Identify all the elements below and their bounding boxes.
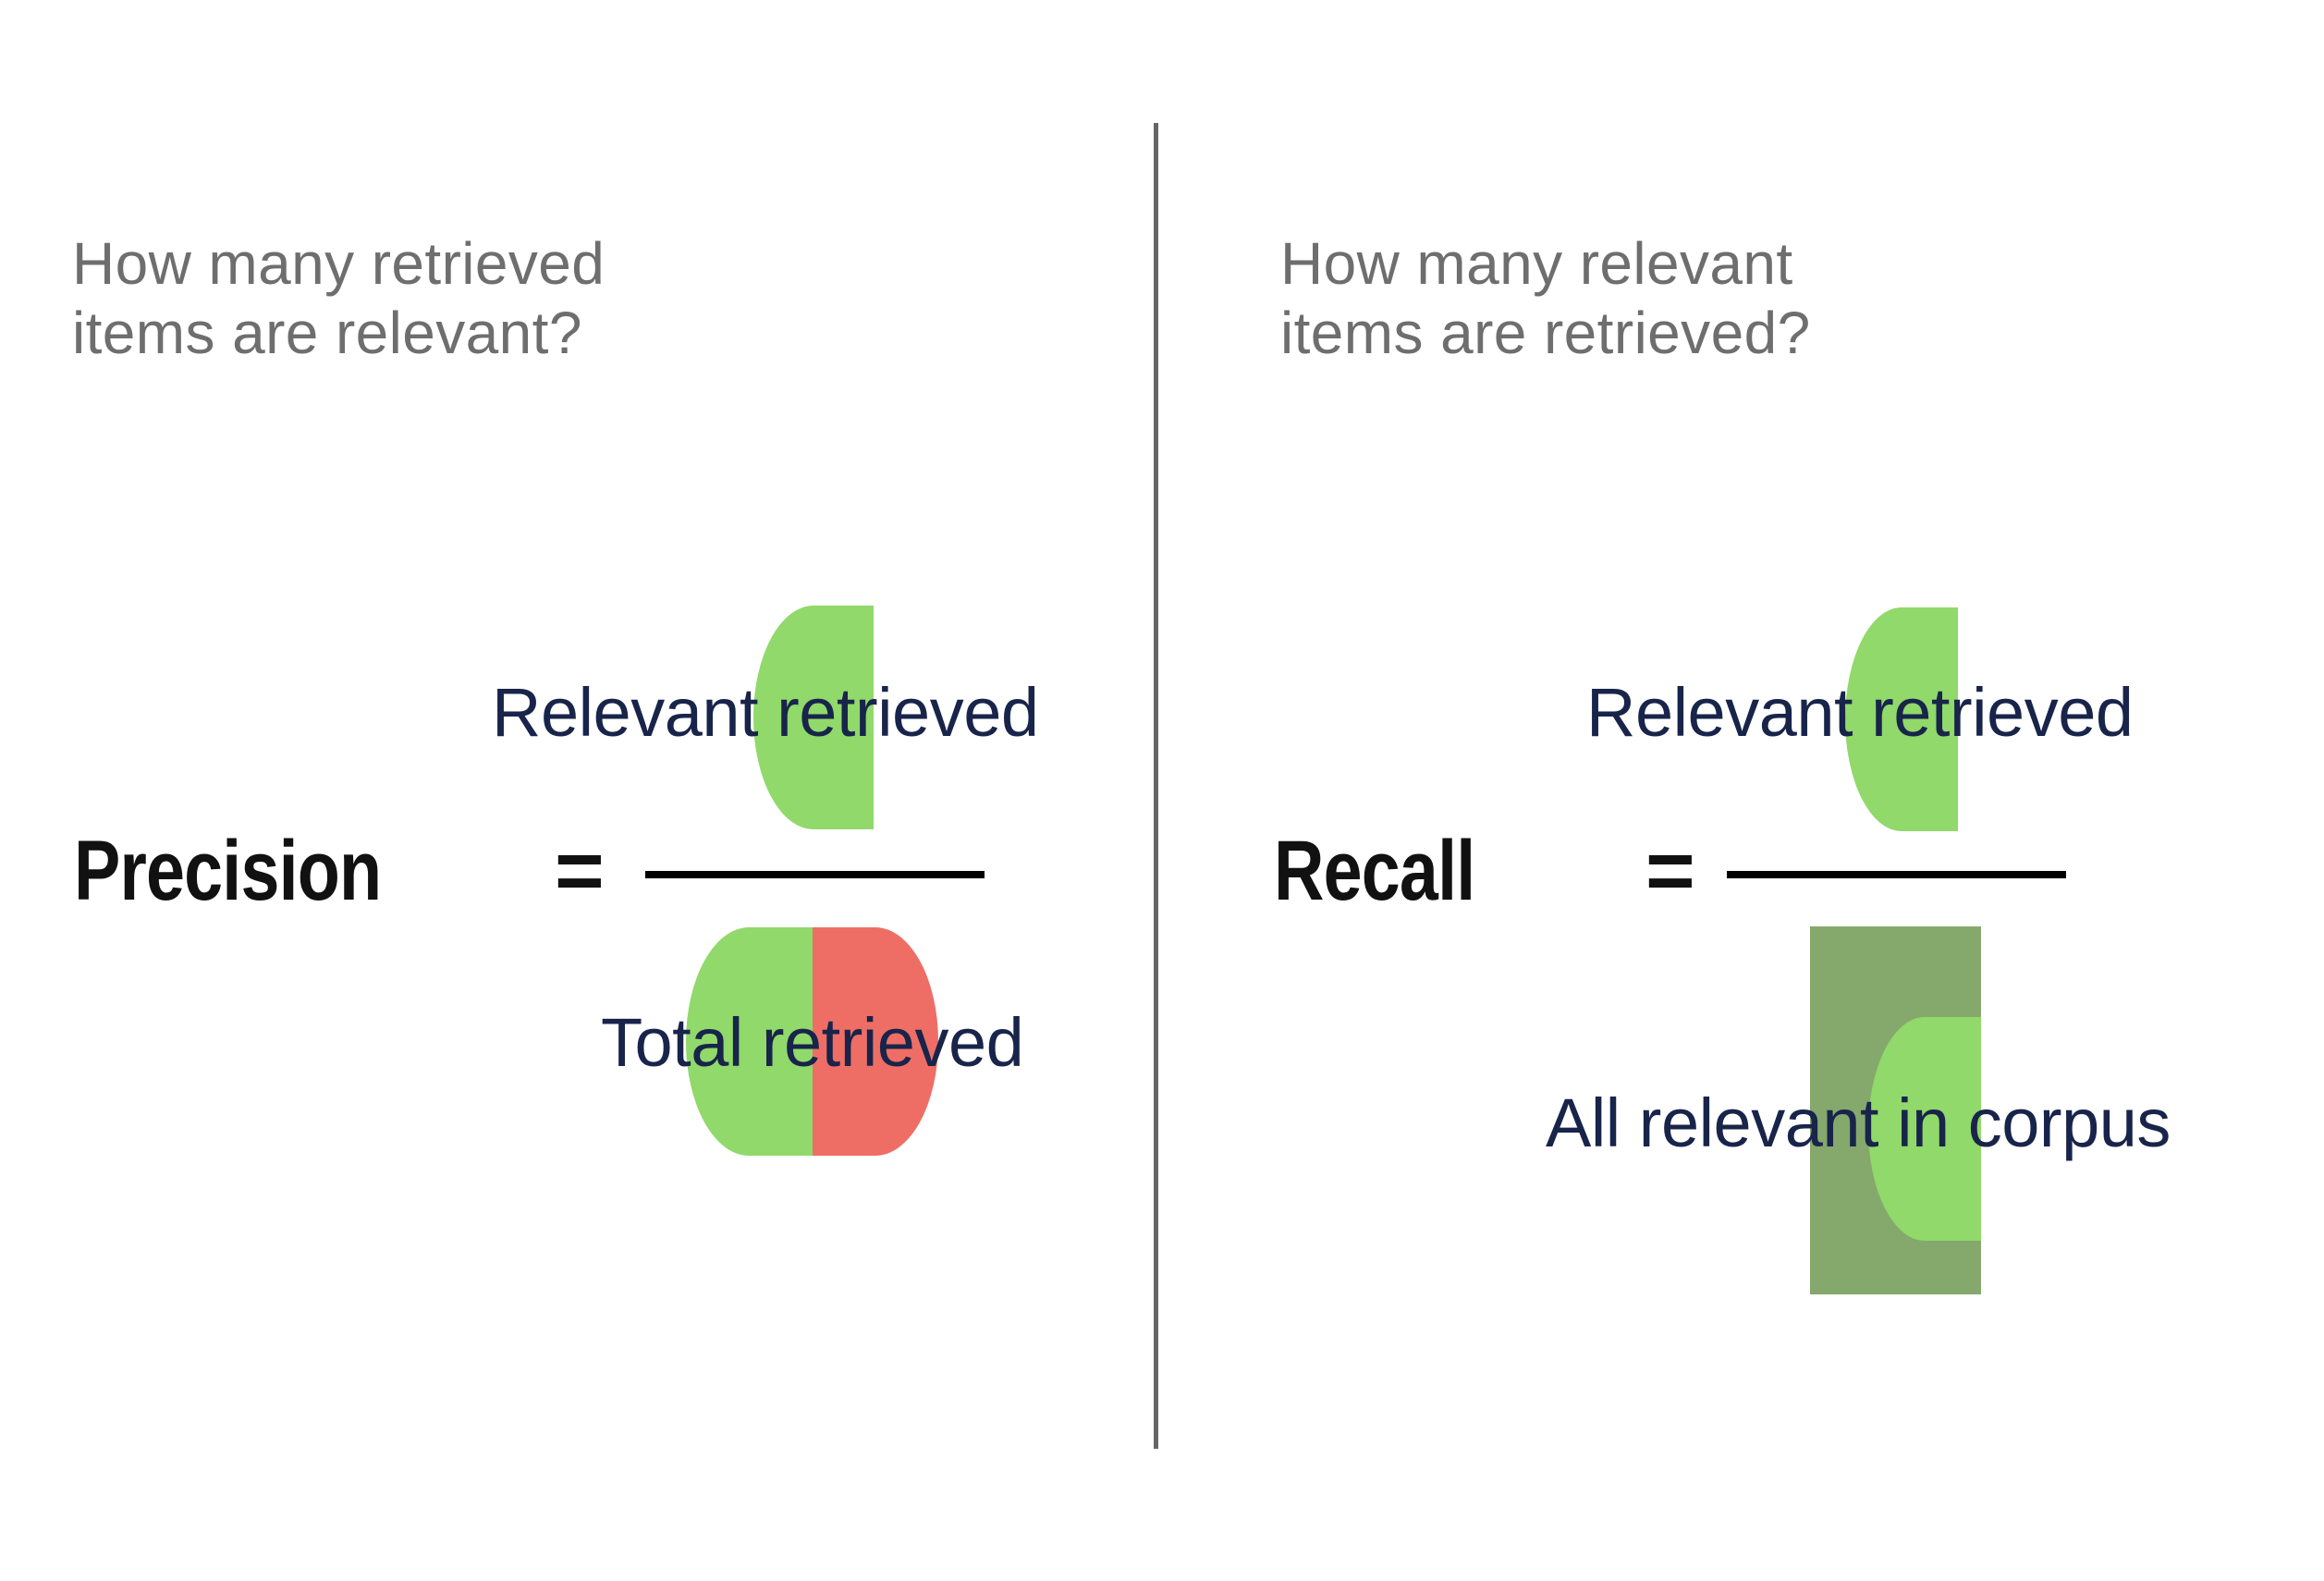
- precision-panel-heading: How many retrieved items are relevant?: [72, 230, 605, 366]
- total-retrieved-relevant-half: [686, 927, 813, 1156]
- total-retrieved-split-circle: [686, 927, 938, 1156]
- recall-panel-heading: How many relevant items are retrieved?: [1280, 230, 1811, 366]
- precision-numerator-label: Relevant retrieved: [492, 674, 1039, 751]
- recall-fraction-bar: [1727, 871, 2066, 878]
- total-retrieved-nonrelevant-half: [812, 927, 938, 1156]
- all-relevant-in-corpus-shape: [1810, 926, 1981, 1294]
- recall-numerator-label: Relevant retrieved: [1586, 674, 2134, 751]
- relevant-retrieved-half-disc-precision: [753, 606, 874, 829]
- precision-denominator-label: Total retrieved: [601, 1004, 1024, 1081]
- recall-equals-sign: =: [1645, 824, 1695, 918]
- vertical-divider: [1154, 123, 1158, 1449]
- precision-term-label: Precision: [74, 824, 382, 918]
- relevant-retrieved-half-disc-recall: [1845, 607, 1958, 831]
- precision-equals-sign: =: [555, 824, 605, 918]
- corpus-relevant-retrieved-half-disc: [1868, 1017, 1981, 1241]
- precision-fraction-bar: [645, 871, 985, 878]
- recall-denominator-label: All relevant in corpus: [1546, 1085, 2171, 1161]
- recall-term-label: Recall: [1274, 824, 1475, 918]
